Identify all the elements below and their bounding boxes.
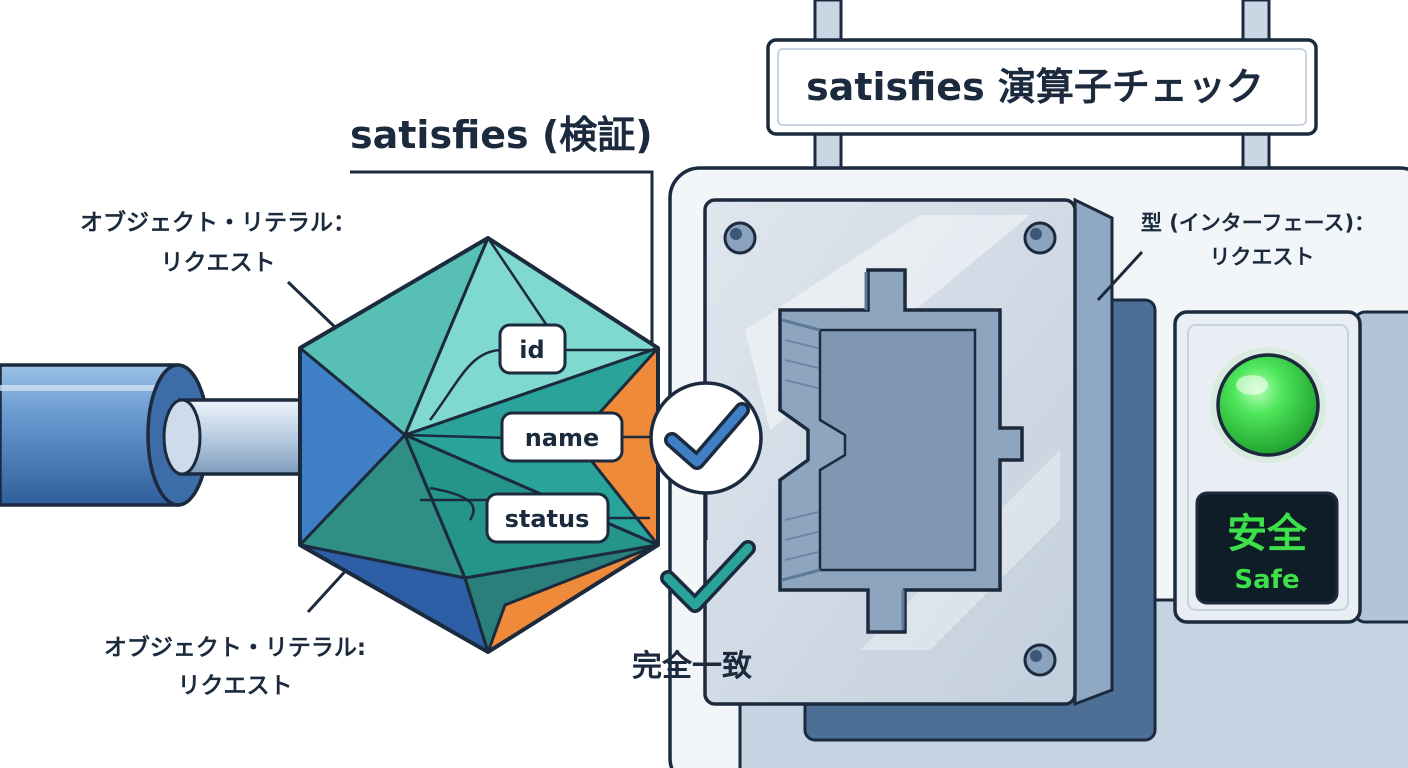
property-label-name: name [525,424,600,452]
sign-title: satisfies 演算子チェック [806,65,1264,109]
heading-group: satisfies (検証) [350,113,654,348]
property-tag-name: name [500,411,624,463]
type-label-line2: リクエスト [1210,245,1315,269]
left-label-bottom-line2: リクエスト [178,673,293,699]
green-light-icon [1216,353,1320,457]
property-tags: id name status [428,323,650,544]
left-label-top: オブジェクト・リテラル： リクエスト [80,209,356,332]
type-label: 型 (インターフェース)： リクエスト [1141,211,1375,269]
type-label-line1: 型 (インターフェース)： [1141,211,1375,235]
property-tag-id: id [498,323,567,375]
left-label-top-line1: オブジェクト・リテラル： [80,209,356,236]
match-label: 完全一致 [632,649,752,684]
safe-display [1195,491,1339,605]
type-pointer-line [1096,250,1144,302]
sign-board: satisfies 演算子チェック [766,38,1318,136]
check-badge [649,381,763,540]
safe-label-en: Safe [1234,565,1299,595]
left-label-bottom-line1: オブジェクト・リテラル: [104,634,366,661]
left-label-bottom: オブジェクト・リテラル: リクエスト [104,564,366,699]
left-label-top-line2: リクエスト [161,250,276,276]
safe-label-jp: 安全 [1227,511,1308,557]
property-label-status: status [505,505,590,533]
match-check: 完全一致 [632,540,756,684]
indicator-panel: 安全 Safe [1173,310,1408,624]
socket-cutout [778,268,1024,634]
property-tag-status: status [485,492,610,544]
heading-text: satisfies (検証) [350,113,653,157]
input-pipe [0,363,332,507]
property-label-id: id [519,336,544,364]
